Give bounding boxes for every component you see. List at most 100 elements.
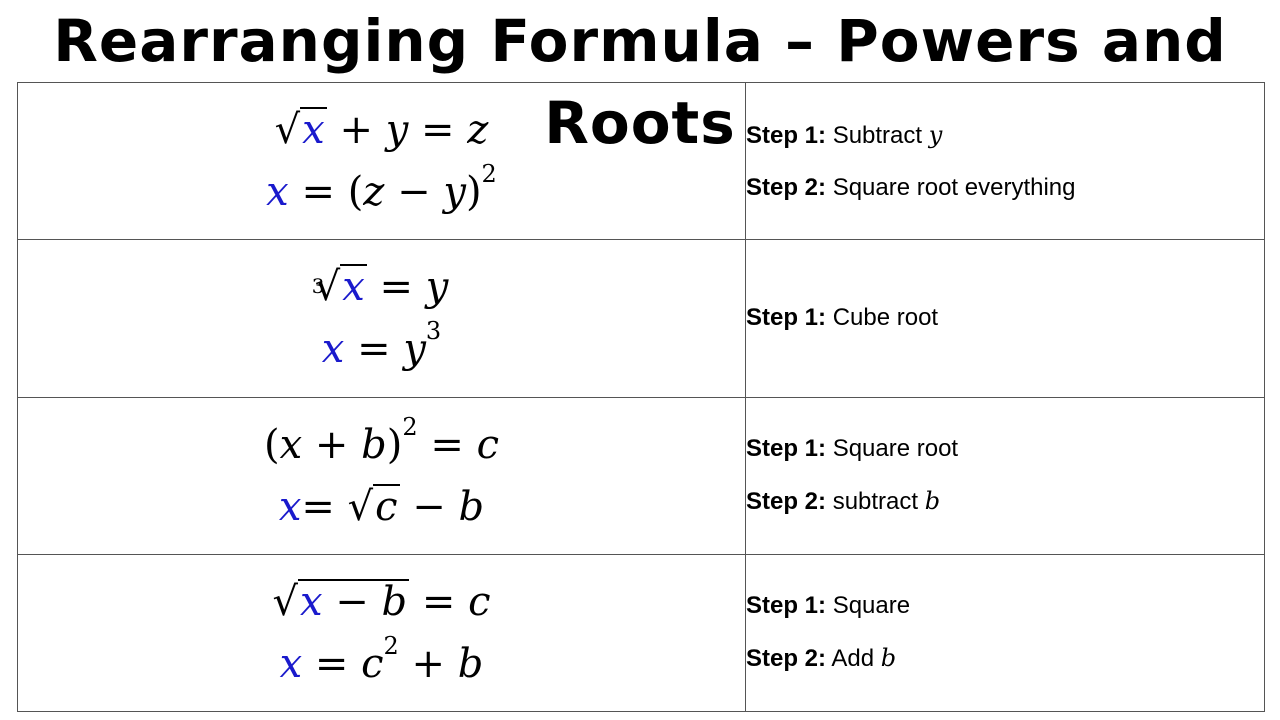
square-root: √x − b (273, 571, 410, 633)
equals-sign: = (421, 107, 455, 154)
original-equation: √x + y = z (18, 99, 745, 161)
variable: b (381, 578, 408, 625)
plus-sign: + (314, 421, 349, 468)
open-paren: ( (347, 169, 364, 216)
subject-variable: x (266, 169, 289, 216)
variable: x (300, 578, 323, 625)
step-variable: b (924, 487, 941, 516)
step-label: Step 1: (746, 304, 827, 332)
original-equation: √x − b = c (18, 571, 745, 633)
rearranged-equation: x = (z − y)2 (18, 161, 745, 223)
step-text: Subtract (832, 121, 923, 149)
subject-variable: x (279, 640, 303, 687)
step-item: Step 2: Square root everything (746, 162, 1264, 214)
steps-cell: Step 1: Square Step 2: Add b (745, 553, 1265, 713)
variable: y (403, 326, 426, 373)
table-row: (x + b)2 = c x= √c − b Step 1: Square ro… (17, 396, 1265, 555)
exponent: 2 (402, 412, 418, 441)
step-text: Square (832, 592, 911, 620)
steps-cell: Step 1: Subtract y Step 2: Square root e… (745, 81, 1265, 241)
step-label: Step 2: (746, 488, 827, 516)
subject-variable: x (321, 326, 345, 373)
square-root: √c (348, 476, 400, 538)
step-item: Step 1: Subtract y (746, 109, 1264, 162)
variable: c (361, 640, 384, 687)
cube-root: 3√x (311, 256, 367, 318)
radicand: c (373, 483, 400, 530)
step-text: subtract (832, 488, 919, 516)
variable: y (443, 169, 466, 216)
variable: y (425, 264, 449, 311)
table-row: 3√x = y x = y3 Step 1: Cube root (17, 239, 1265, 398)
rearranged-equation: x = c2 + b (18, 633, 745, 695)
plus-sign: + (339, 107, 373, 154)
original-equation: 3√x = y (18, 256, 745, 318)
variable: c (476, 421, 499, 468)
table-row: √x − b = c x = c2 + b Step 1: Square Ste… (17, 553, 1265, 713)
radical-symbol: √ (274, 107, 301, 154)
equals-sign: = (301, 483, 335, 530)
variable: z (467, 107, 489, 154)
root-index: 3 (311, 274, 325, 299)
variable: b (457, 640, 484, 687)
step-text: Add (831, 645, 875, 673)
equation-cell: (x + b)2 = c x= √c − b (17, 396, 746, 555)
variable: b (458, 483, 485, 530)
radicand: x − b (298, 578, 410, 625)
subject-variable: x (278, 483, 302, 530)
step-label: Step 2: (746, 645, 827, 673)
close-paren: ) (386, 421, 403, 468)
open-paren: ( (264, 421, 280, 468)
step-item: Step 1: Square root (746, 423, 1264, 475)
step-item: Step 1: Cube root (746, 292, 1264, 344)
variable: c (468, 578, 491, 625)
radicand: x (340, 264, 367, 311)
step-text: Square root everything (832, 173, 1076, 201)
radical-symbol: √ (347, 483, 374, 530)
step-item: Step 2: Add b (746, 632, 1264, 685)
close-paren: ) (465, 169, 482, 216)
rearranged-equation: x = y3 (18, 318, 745, 380)
equation-cell: √x + y = z x = (z − y)2 (17, 81, 746, 241)
steps-cell: Step 1: Square root Step 2: subtract b (745, 396, 1265, 555)
step-label: Step 1: (746, 592, 827, 620)
equals-sign: = (421, 578, 456, 625)
minus-sign: − (397, 169, 431, 216)
variable: y (385, 107, 409, 154)
equation-cell: √x − b = c x = c2 + b (17, 553, 746, 713)
equals-sign: = (314, 640, 349, 687)
step-label: Step 2: (746, 173, 827, 201)
step-text: Square root (832, 435, 959, 463)
radical-symbol: √ (314, 264, 341, 311)
equals-sign: = (430, 421, 464, 468)
step-item: Step 1: Square (746, 580, 1264, 632)
variable: x (279, 421, 303, 468)
equals-sign: = (357, 326, 391, 373)
equation-cell: 3√x = y x = y3 (17, 239, 746, 398)
step-item: Step 2: subtract b (746, 475, 1264, 528)
page-title: Rearranging Formula – Powers and Roots (53, 7, 1227, 157)
minus-sign: − (412, 483, 446, 530)
radical-symbol: √ (272, 578, 299, 625)
equals-sign: = (379, 264, 413, 311)
step-text: Cube root (832, 304, 939, 332)
formula-table: √x + y = z x = (z − y)2 Step 1: Subtract… (17, 81, 1265, 713)
steps-cell: Step 1: Cube root (745, 239, 1265, 398)
exponent: 2 (481, 160, 497, 189)
original-equation: (x + b)2 = c (18, 414, 745, 476)
plus-sign: + (411, 640, 446, 687)
step-variable: y (928, 120, 943, 149)
table-row: √x + y = z x = (z − y)2 Step 1: Subtract… (17, 81, 1265, 241)
radicand: x (300, 107, 327, 154)
step-label: Step 1: (746, 435, 827, 463)
variable: z (363, 169, 385, 216)
exponent: 3 (425, 317, 442, 346)
exponent: 2 (383, 632, 399, 661)
variable: b (361, 421, 387, 468)
equals-sign: = (301, 169, 335, 216)
step-label: Step 1: (746, 121, 827, 149)
step-variable: b (880, 644, 897, 673)
square-root: √x (275, 99, 327, 161)
minus-sign: − (335, 578, 369, 625)
rearranged-equation: x= √c − b (18, 476, 745, 538)
